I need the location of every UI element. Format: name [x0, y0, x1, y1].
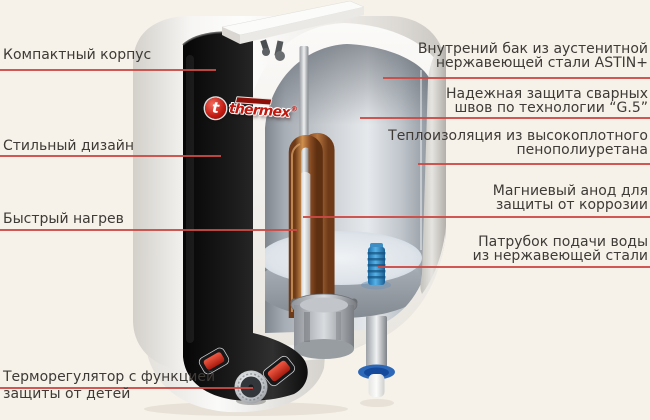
copper-highlight [291, 143, 301, 312]
callout-inlet-pipe: Патрубок подачи воды из нержавеющей стал… [473, 235, 648, 263]
leader-line-inlet-pipe [378, 266, 650, 268]
callout-fast-heating: Быстрый нагрев [3, 212, 124, 226]
leader-line-compact-body [0, 69, 216, 71]
callout-inner-tank: Внутрений бак из аустенитной нержавеющей… [418, 42, 648, 70]
callout-compact-body: Компактный корпус [3, 48, 151, 62]
callout-weld-protection-text-line2: швов по технологии “G.5” [454, 100, 649, 116]
callout-magnesium-anode-text-line1: Магниевый анод для [492, 183, 648, 199]
tank-floor [265, 231, 422, 285]
callout-inner-tank-text-line2: нержавеющей стали ASTIN+ [435, 55, 648, 71]
callout-stylish-design: Стильный дизайн [3, 139, 134, 153]
leader-line-thermostat [0, 387, 253, 389]
callout-insulation: Теплоизоляция из высокоплотного пенополи… [388, 129, 648, 157]
registered-trademark: ® [290, 104, 298, 114]
thermex-logo: t thermex® [204, 92, 297, 128]
inner-tank [265, 44, 431, 333]
callout-inlet-pipe-text-line1: Патрубок подачи воды [478, 234, 648, 250]
leader-line-inner-tank [383, 77, 650, 79]
casing-cut-face [420, 46, 446, 294]
callout-inlet-pipe-text-line2: из нержавеющей стали [472, 248, 648, 264]
leader-line-fast-heating [0, 229, 297, 231]
copper-tube-front [288, 135, 323, 320]
callout-insulation-text-line1: Теплоизоляция из высокоплотного [388, 128, 648, 144]
inlet-pipe [358, 316, 395, 397]
callout-fast-heating-text: Быстрый нагрев [3, 211, 124, 227]
leader-line-stylish-design [0, 155, 221, 157]
water-heater-cutaway-illustration [133, 0, 446, 416]
leader-line-magnesium-anode [303, 216, 650, 218]
hanging-bracket [260, 39, 285, 61]
mounting-flange [290, 293, 358, 359]
indicator-window-left [198, 347, 230, 375]
leader-line-weld-protection [360, 117, 650, 119]
callout-stylish-design-text: Стильный дизайн [3, 138, 135, 154]
callout-compact-body-text: Компактный корпус [3, 47, 152, 63]
callout-thermostat: Терморегулятор с функцией защиты от дете… [3, 369, 215, 403]
callout-insulation-text-line2: пенополиуретана [516, 142, 648, 158]
callout-thermostat-text-line1: Терморегулятор с функцией [3, 369, 216, 385]
callout-weld-protection-text-line1: Надежная защита сварных [445, 86, 648, 102]
callout-weld-protection: Надежная защита сварных швов по технолог… [446, 87, 648, 115]
pipe-shadow [360, 399, 394, 407]
top-cover-lid [221, 0, 365, 44]
callout-inner-tank-text-line1: Внутрений бак из аустенитной [417, 41, 648, 57]
thermex-wordmark: thermex® [228, 96, 298, 122]
water-inlet-fitting [361, 243, 391, 290]
thermex-badge-icon: t [204, 96, 227, 119]
indicator-window-right [262, 355, 296, 387]
callout-magnesium-anode-text-line2: защиты от коррозии [495, 197, 648, 213]
callout-magnesium-anode: Магниевый анод для защиты от коррозии [493, 184, 648, 212]
inlet-pipe-tip [368, 374, 385, 397]
callout-thermostat-text-line2: защиты от детей [3, 386, 131, 402]
leader-line-insulation [418, 163, 650, 165]
